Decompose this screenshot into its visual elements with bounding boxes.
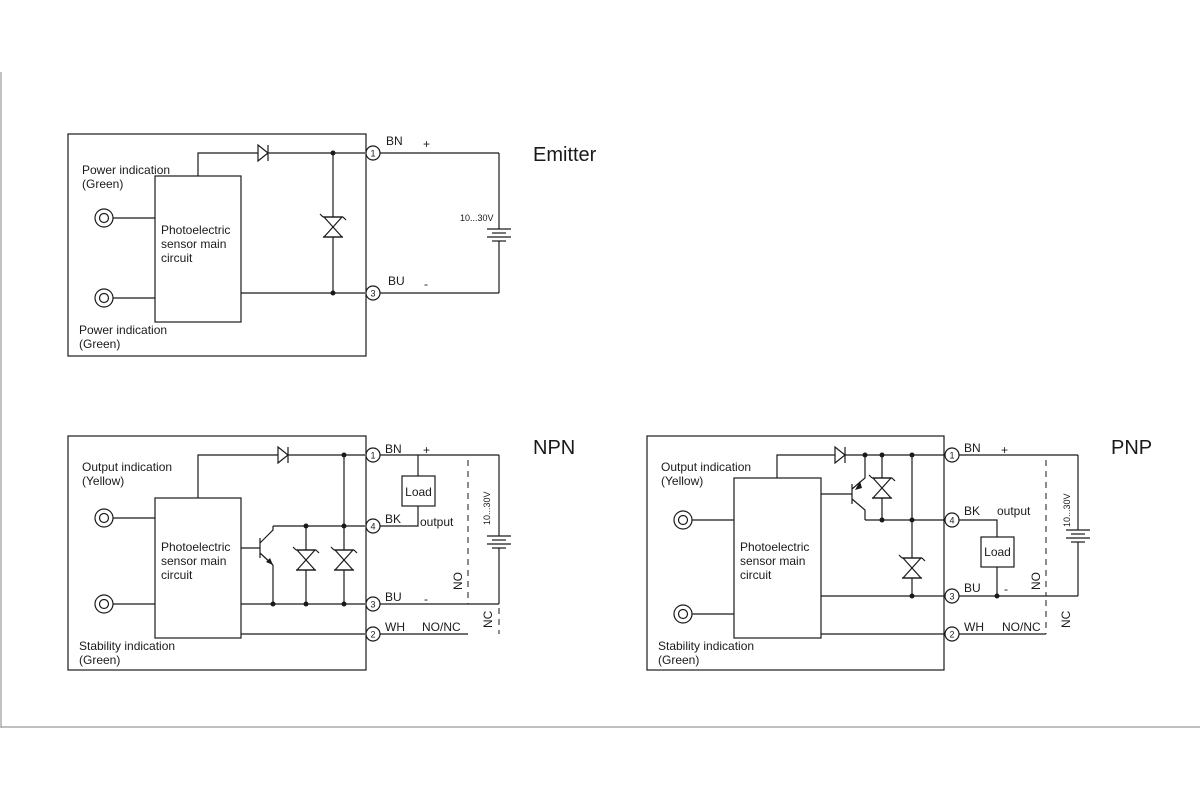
npn-load-label: Load	[405, 485, 432, 499]
npn-wire-bu-label: BU	[385, 590, 402, 604]
npn-nc-label: NC	[481, 610, 495, 628]
pnp-tvs-diode-2-icon	[898, 554, 926, 579]
emitter-top-indicator-label: Power indication(Green)	[82, 163, 170, 191]
pnp-no-nc-label: NO/NC	[1002, 620, 1041, 634]
npn-output-label: output	[420, 515, 454, 529]
pnp-power-supply-icon	[1065, 529, 1091, 543]
npn-terminal-2-number: 2	[370, 630, 375, 640]
pnp-supply-voltage: 10...30V	[1062, 493, 1072, 527]
pnp-plus-sign: +	[1001, 443, 1008, 457]
npn-no-label: NO	[451, 572, 465, 590]
npn-minus-sign: -	[424, 592, 428, 606]
pnp-title: PNP	[1111, 437, 1152, 459]
npn-wire-bn-label: BN	[385, 442, 402, 456]
npn-title: NPN	[533, 437, 575, 459]
pnp-output-label: output	[997, 504, 1031, 518]
pnp-wire-bk-label: BK	[964, 504, 980, 518]
emitter-terminal-3-number: 3	[370, 289, 375, 299]
emitter-terminal-1-number: 1	[370, 149, 375, 159]
npn-top-indicator-icon	[94, 508, 114, 528]
pnp-terminal-2-number: 2	[949, 630, 954, 640]
emitter-wire-bu-label: BU	[388, 274, 405, 288]
npn-bottom-indicator-icon	[94, 594, 114, 614]
npn-wire-bk-label: BK	[385, 512, 401, 526]
emitter-title: Emitter	[533, 144, 597, 166]
pnp-transistor-icon	[821, 455, 866, 520]
emitter-housing	[67, 133, 367, 357]
npn-diode-icon	[277, 445, 289, 465]
emitter-plus-sign: +	[423, 137, 430, 151]
pnp-load-label: Load	[984, 545, 1011, 559]
pnp-wire-bn-label: BN	[964, 441, 981, 455]
emitter-bottom-indicator-icon	[94, 288, 114, 308]
npn-housing	[67, 435, 367, 671]
emitter-minus-sign: -	[424, 277, 428, 291]
pnp-bottom-indicator-label: Stability indication(Green)	[658, 639, 754, 667]
emitter-power-supply-icon	[486, 228, 512, 242]
emitter-tvs-diode-icon	[319, 213, 347, 238]
pnp-tvs-diode-1-icon	[868, 474, 896, 499]
pnp-terminal-4-number: 4	[949, 516, 954, 526]
pnp-terminal-1-number: 1	[949, 451, 954, 461]
emitter-top-indicator-icon	[94, 208, 114, 228]
pnp-wire-wh-label: WH	[964, 620, 984, 634]
npn-no-nc-label: NO/NC	[422, 620, 461, 634]
pnp-no-label: NO	[1029, 572, 1043, 590]
npn-transistor-icon	[241, 526, 274, 604]
emitter-diode-icon	[257, 143, 269, 163]
emitter-wire-bn-label: BN	[386, 134, 403, 148]
npn-tvs-diode-1-icon	[292, 546, 320, 571]
npn-supply-voltage: 10...30V	[482, 491, 492, 525]
emitter-supply-voltage: 10...30V	[460, 213, 494, 223]
npn-terminal-1-number: 1	[370, 451, 375, 461]
npn-tvs-diode-2-icon	[330, 546, 358, 571]
pnp-minus-sign: -	[1004, 582, 1008, 596]
pnp-terminal-3-number: 3	[949, 592, 954, 602]
pnp-wire-bu-label: BU	[964, 581, 981, 595]
npn-power-supply-icon	[486, 535, 512, 549]
npn-terminal-3-number: 3	[370, 600, 375, 610]
pnp-housing	[646, 435, 945, 671]
pnp-nc-label: NC	[1059, 610, 1073, 628]
npn-plus-sign: +	[423, 443, 430, 457]
npn-terminal-4-number: 4	[370, 522, 375, 532]
pnp-diode-icon	[834, 445, 846, 465]
npn-bottom-indicator-label: Stability indication(Green)	[79, 639, 175, 667]
pnp-top-indicator-icon	[673, 510, 693, 530]
emitter-bottom-indicator-label: Power indication(Green)	[79, 323, 167, 351]
pnp-top-indicator-label: Output indication(Yellow)	[661, 460, 751, 488]
npn-top-indicator-label: Output indication(Yellow)	[82, 460, 172, 488]
npn-wire-wh-label: WH	[385, 620, 405, 634]
pnp-bottom-indicator-icon	[673, 604, 693, 624]
